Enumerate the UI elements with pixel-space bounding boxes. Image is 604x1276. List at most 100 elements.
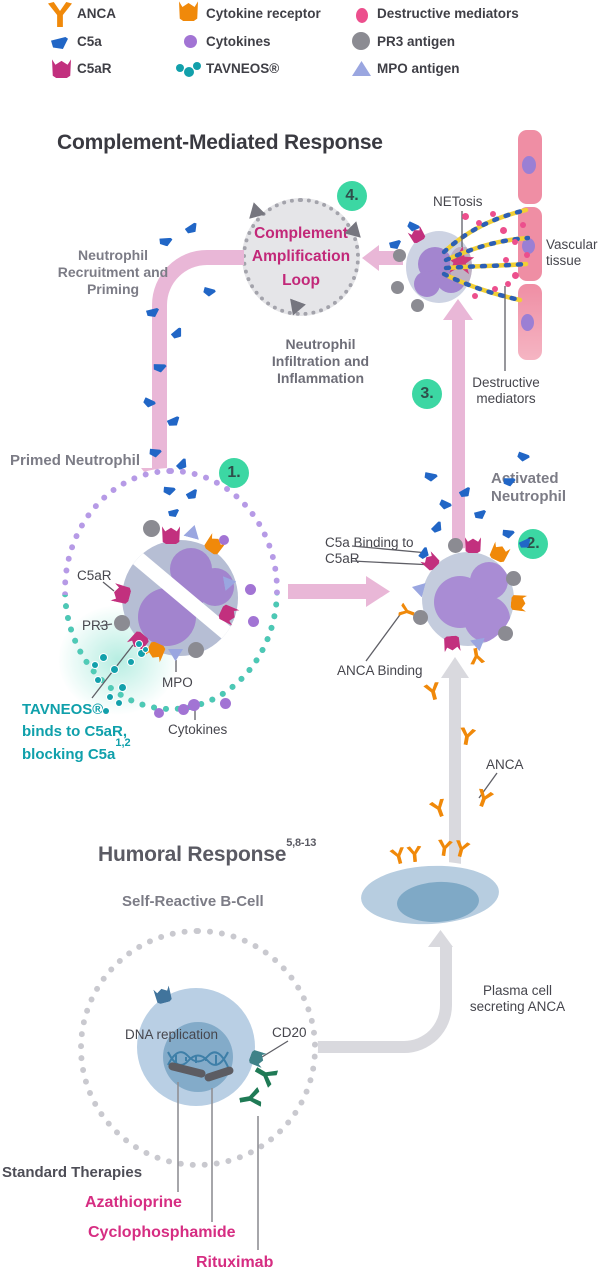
complement-section-title: Complement-Mediated Response xyxy=(57,131,383,154)
therapy-rituximab: Rituximab xyxy=(196,1254,274,1271)
anca-arrow-head xyxy=(441,657,469,678)
anca-antibody-icon xyxy=(389,846,408,865)
legend-label: Cytokine receptor xyxy=(206,6,321,21)
c5a-fragment-icon xyxy=(51,37,68,49)
c5a-fragment-icon xyxy=(516,449,531,463)
legend-label: ANCA xyxy=(77,6,116,21)
anca-antibody-icon xyxy=(48,2,72,27)
endothelial-nucleus xyxy=(522,156,536,174)
destructive-mediator-icon xyxy=(505,281,511,287)
endothelial-nucleus xyxy=(522,238,535,254)
cytokine-receptor-icon xyxy=(510,594,527,611)
infiltration-arrow-shaft xyxy=(452,318,465,549)
c5a-fragment-icon xyxy=(430,521,445,535)
tavneos-note-line: blocking C5a1,2 xyxy=(22,736,131,763)
loop-text: Loop xyxy=(282,271,320,289)
pr3-antigen-icon xyxy=(411,299,424,312)
cytokine-icon xyxy=(178,704,189,715)
c5a-fragment-icon xyxy=(501,527,515,540)
tavneos-note-line: binds to C5aR, xyxy=(22,722,128,740)
c5a-fragment-icon xyxy=(158,236,172,247)
tavneos-molecule-icon xyxy=(128,659,134,665)
pr3-antigen-icon xyxy=(391,281,404,294)
legend-label: Destructive mediators xyxy=(377,6,519,21)
legend-label: MPO antigen xyxy=(377,61,460,76)
destructive-mediator-icon xyxy=(503,257,509,263)
primed-neutrophil-label: Primed Neutrophil xyxy=(10,452,141,469)
activated-neutrophil-label: Activated Neutrophil xyxy=(491,470,566,506)
standard-therapies-label: Standard Therapies xyxy=(2,1164,143,1181)
tavneos-molecule-icon xyxy=(184,67,194,77)
recruitment-label: Neutrophil Recruitment and Priming xyxy=(57,247,169,298)
c5ar-receptor-icon xyxy=(162,526,180,544)
anca-antibody-icon xyxy=(423,681,443,702)
c5ar-receptor-icon xyxy=(443,635,460,652)
tavneos-molecule-icon xyxy=(138,650,145,657)
c5a-fragment-icon xyxy=(474,510,486,519)
cytokine-icon xyxy=(248,616,259,627)
c5a-binding-label: C5a Binding to C5aR xyxy=(325,535,414,566)
anca-antibody-icon xyxy=(406,845,422,862)
tavneos-molecule-icon xyxy=(92,662,98,668)
pr3-antigen-icon xyxy=(393,249,406,262)
tavneos-note: TAVNEOS® binds to C5aR, blocking C5a1,2 xyxy=(22,699,131,765)
destructive-mediator-icon xyxy=(512,239,518,245)
legend-label: TAVNEOS® xyxy=(206,61,280,76)
loop-text: Amplification xyxy=(251,248,351,266)
tavneos-note-line: TAVNEOS® xyxy=(22,701,104,718)
destructive-mediator-icon xyxy=(500,227,507,234)
nucleus-lobe xyxy=(414,271,440,297)
plasma-cell-label: Plasma cell secreting ANCA xyxy=(469,983,566,1014)
tavneos-molecule-icon xyxy=(107,694,113,700)
tavneos-molecule-icon xyxy=(136,641,142,647)
cd20-label: CD20 xyxy=(272,1025,307,1040)
pr3-label: PR3 xyxy=(82,618,109,633)
destructive-mediator-icon xyxy=(356,8,368,23)
anca-binding-label: ANCA Binding xyxy=(337,663,423,678)
legend-label: C5aR xyxy=(77,61,112,76)
net-strands xyxy=(441,207,530,303)
tavneos-molecule-icon xyxy=(176,64,184,72)
anca-arrow-shaft xyxy=(449,676,461,864)
cytokine-icon xyxy=(220,698,231,709)
complement-amplification-loop: Complement Amplification Loop xyxy=(242,198,360,316)
step-3-badge: 3. xyxy=(412,379,442,409)
tavneos-molecule-icon xyxy=(116,700,122,706)
c5ar-label: C5aR xyxy=(77,568,112,583)
destructive-mediators-label: Destructive mediators xyxy=(472,375,540,406)
vascular-tissue-label: Vascular tissue xyxy=(546,237,598,268)
cytokine-receptor-icon xyxy=(179,1,198,21)
pr3-antigen-icon xyxy=(506,571,521,586)
anca-antibody-icon xyxy=(429,798,450,819)
cytokine-icon xyxy=(219,535,229,545)
destructive-mediator-icon xyxy=(490,211,496,217)
step-4-badge: 4. xyxy=(337,181,367,211)
humoral-citation: 5,8-13 xyxy=(286,837,317,849)
destructive-mediator-icon xyxy=(524,252,530,258)
tavneos-molecule-icon xyxy=(103,708,109,714)
bcell-to-plasma-connector xyxy=(310,947,452,1053)
legend-label: C5a xyxy=(77,34,102,49)
c5a-fragment-icon xyxy=(389,240,401,249)
pr3-antigen-icon xyxy=(352,32,370,50)
c5a-fragment-icon xyxy=(184,222,199,235)
c5a-fragment-icon xyxy=(168,509,179,517)
tavneos-molecule-icon xyxy=(111,666,118,673)
c5ar-receptor-icon xyxy=(52,59,71,78)
therapy-cyclophosphamide: Cyclophosphamide xyxy=(88,1224,236,1241)
tavneos-molecule-icon xyxy=(95,677,101,683)
cytokine-icon xyxy=(188,699,200,711)
anca-antibody-icon xyxy=(474,788,495,809)
bcell-label: Self-Reactive B-Cell xyxy=(122,893,264,910)
c5ar-receptor-icon xyxy=(465,537,481,553)
mpo-antigen-icon xyxy=(352,60,371,76)
mpo-label: MPO xyxy=(162,675,193,690)
endothelial-nucleus xyxy=(521,314,534,331)
pr3-antigen-icon xyxy=(143,520,160,537)
dna-replication-label: DNA replication xyxy=(125,1027,219,1042)
cytokine-icon xyxy=(184,35,197,48)
tavneos-molecule-icon xyxy=(119,684,126,691)
destructive-mediator-icon xyxy=(520,222,526,228)
netosis-label: NETosis xyxy=(433,194,483,209)
